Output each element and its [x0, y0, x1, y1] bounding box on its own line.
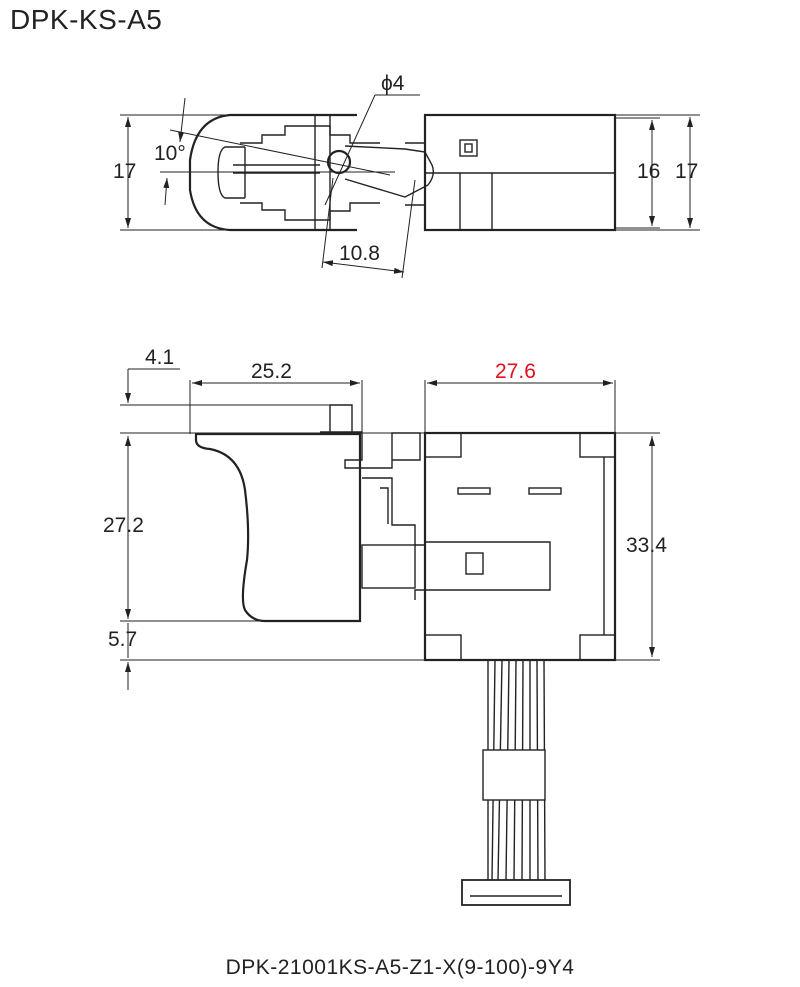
dim-travel: 10.8	[339, 242, 380, 265]
dim-trigger-height: 27.2	[103, 514, 144, 537]
dim-diameter: ϕ4	[381, 72, 405, 95]
pivot-circle	[326, 149, 352, 175]
dim-bottom-offset: 5.7	[108, 628, 137, 651]
dim-body-width: 27.6	[495, 360, 536, 383]
connector	[461, 879, 571, 906]
dim-inner-height: 16	[637, 160, 660, 183]
part-number-caption: DPK-21001KS-A5-Z1-X(9-100)-9Y4	[225, 956, 575, 979]
dim-height-left: 17	[113, 160, 136, 183]
dim-offset: 4.1	[145, 346, 174, 369]
dim-body-height: 33.4	[626, 534, 667, 557]
trigger-shape	[194, 432, 362, 623]
side-view: 4.1 27.2 5.7 25.2 27.6	[103, 346, 667, 906]
top-view: 17 10° ϕ4 10.8	[113, 72, 700, 279]
drawing-title: DPK-KS-A5	[10, 4, 163, 35]
dim-height-right: 17	[675, 160, 698, 183]
dim-trigger-length: 25.2	[251, 360, 292, 383]
cable-sleeve	[482, 749, 546, 801]
dim-angle: 10°	[154, 142, 186, 165]
trigger-outline	[188, 113, 357, 232]
switch-body	[423, 431, 617, 662]
